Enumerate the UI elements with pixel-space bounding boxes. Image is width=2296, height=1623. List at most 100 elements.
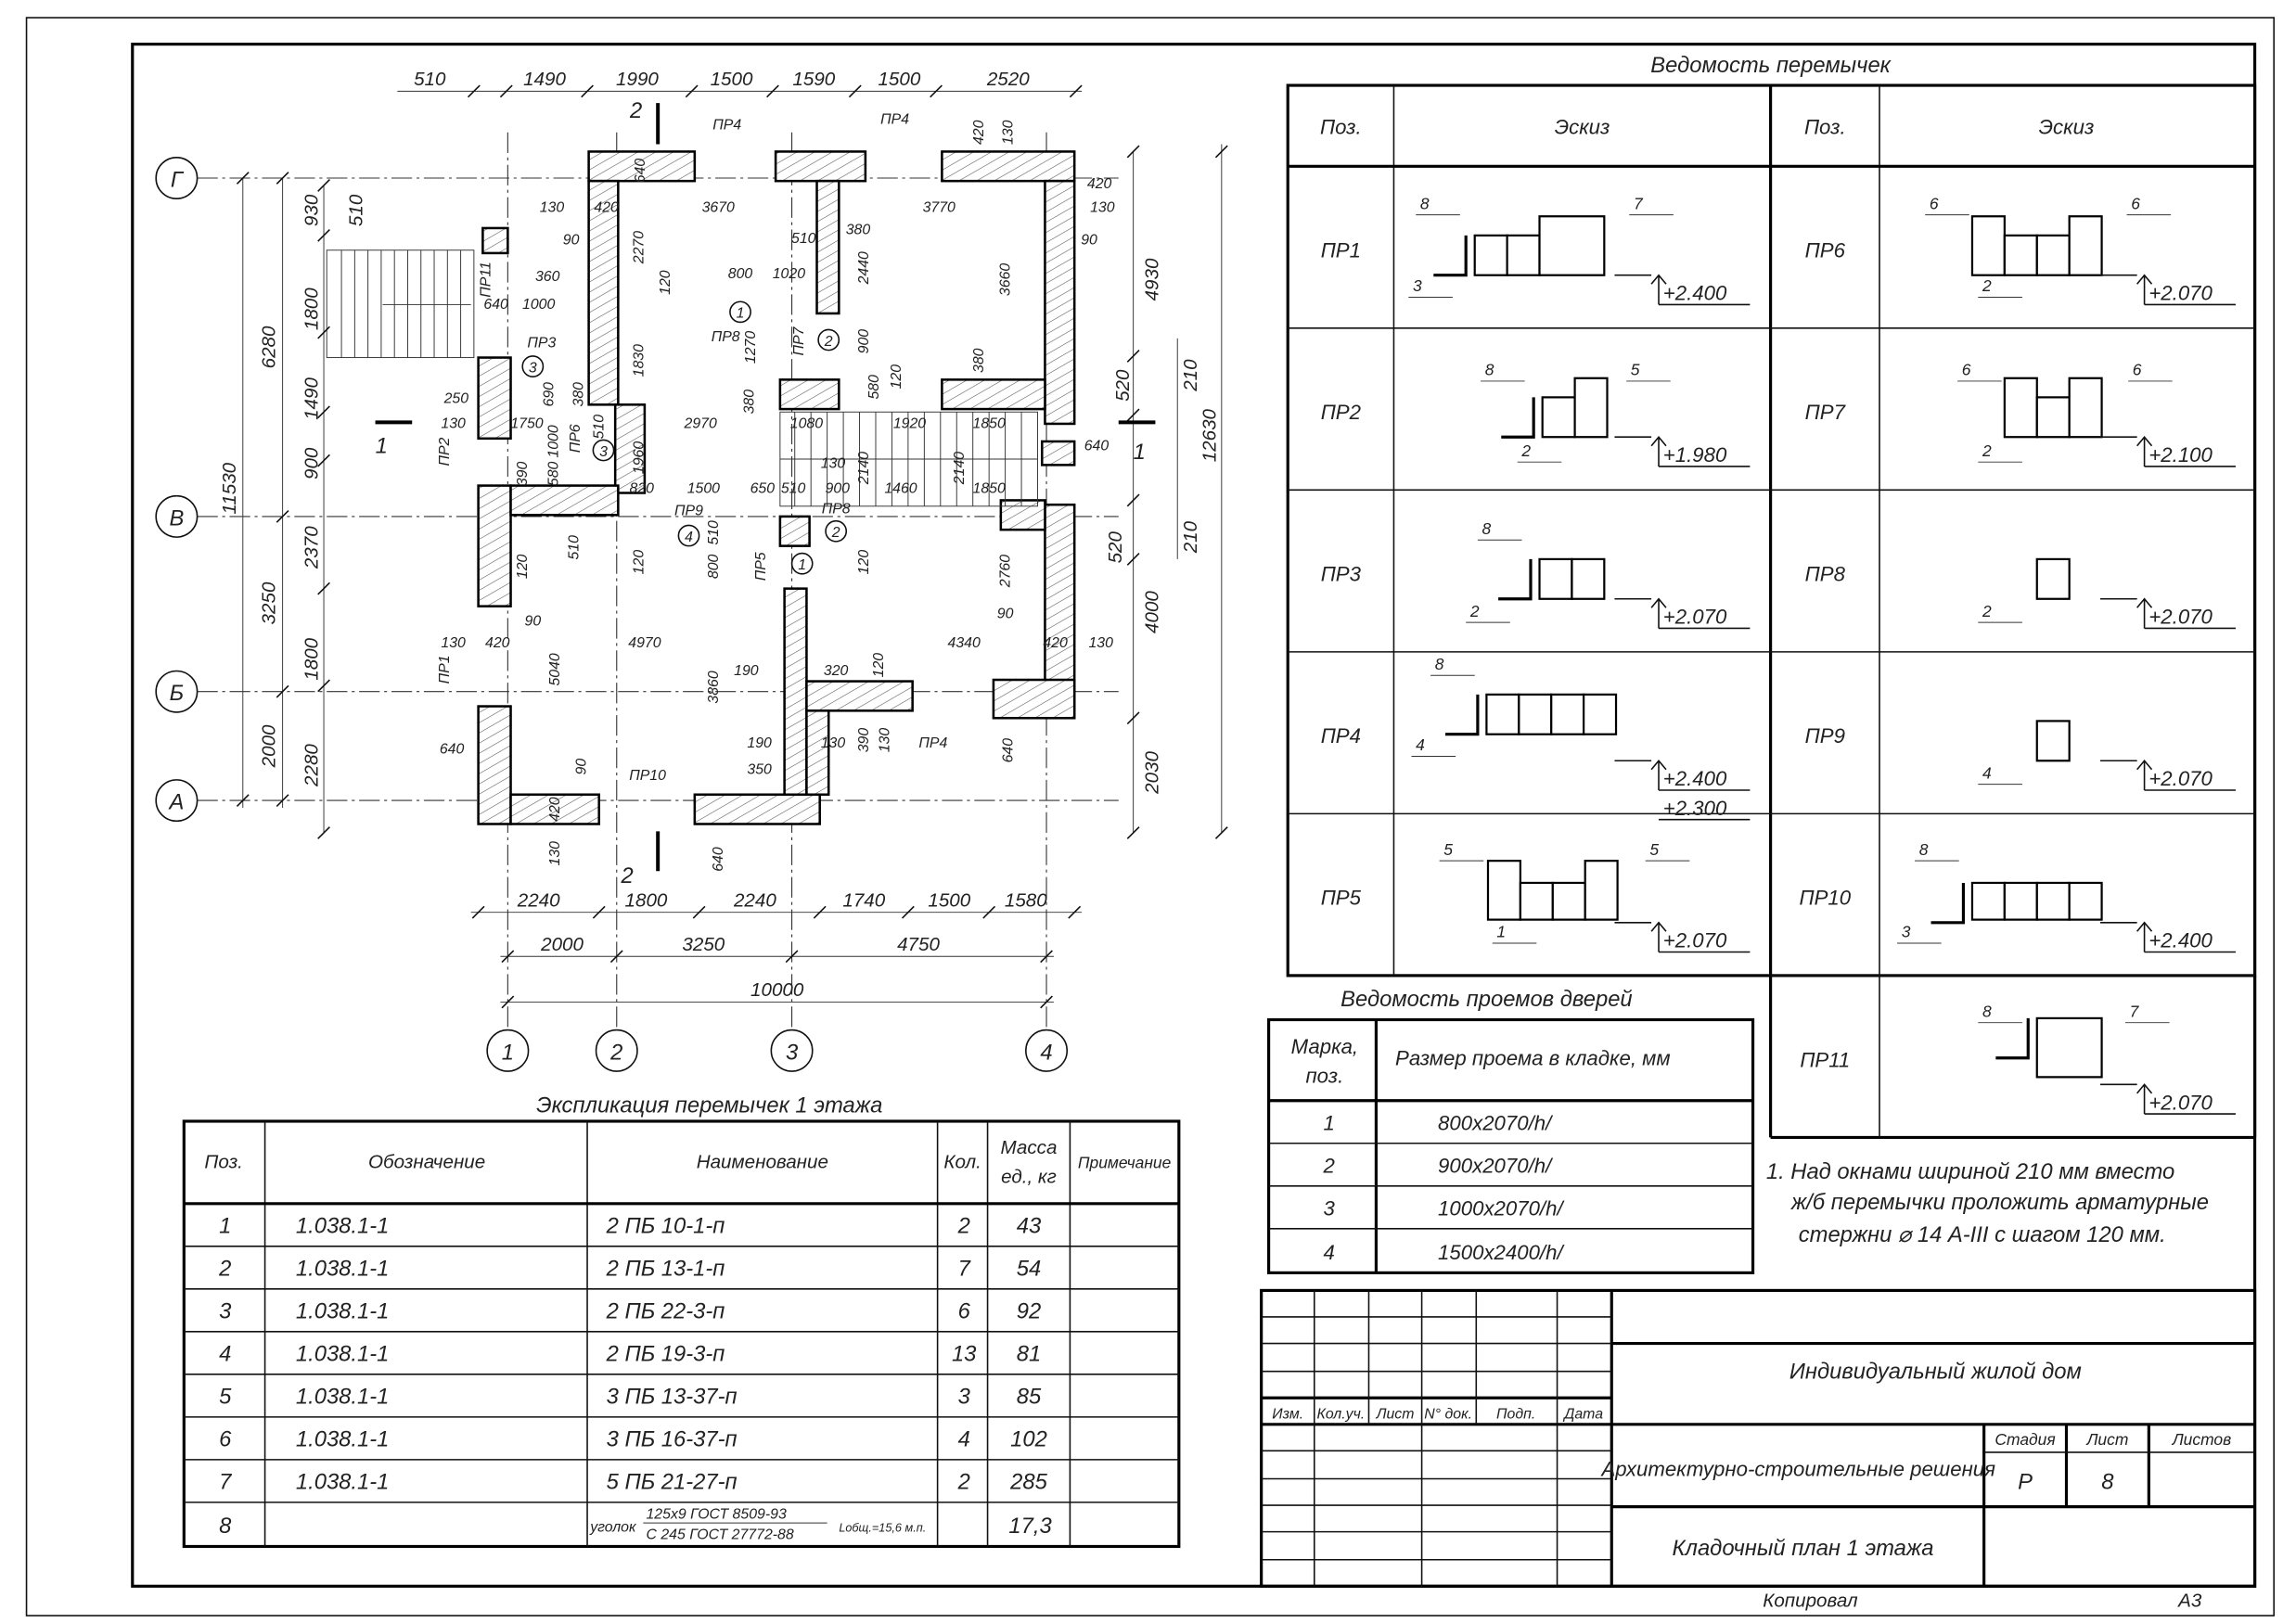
lintel-pos: ПР3 [1321, 563, 1362, 586]
header-pos: Поз. [204, 1152, 242, 1173]
steel-angle [1501, 397, 1535, 439]
plan-annotation: 130 [1088, 635, 1113, 651]
section-mark-label: 1 [1134, 440, 1146, 465]
lintel-pos: ПР7 [1805, 401, 1847, 424]
door-mark-circle [592, 439, 615, 462]
plan-annotation: 130 [540, 199, 565, 215]
callout-number: 8 [1482, 519, 1492, 538]
header-name: Наименование [697, 1152, 828, 1173]
dimension-ticks [236, 84, 1228, 1009]
pos: 6 [219, 1427, 232, 1452]
title-block: Индивидуальный жилой дом Архитектурно-ст… [1260, 1288, 2257, 1588]
sheet-number: 8 [2101, 1470, 2114, 1495]
dim-label: 10000 [750, 979, 804, 1001]
elevation-arrow-icon [1650, 597, 1667, 629]
elevation-arrow-icon [1650, 760, 1667, 790]
wall [587, 150, 697, 183]
dimension-lines [242, 90, 1223, 1003]
plan-annotation: ПР8 [712, 329, 740, 345]
plan-annotation: 1850 [973, 481, 1006, 497]
plan-annotation: 380 [971, 348, 987, 373]
elevation-value: +2.300 [1663, 797, 1727, 820]
dim-label: 3250 [259, 581, 280, 624]
qty: 2 [957, 1470, 970, 1495]
plan-annotation: 120 [856, 550, 872, 575]
dim-label: 4750 [897, 934, 940, 955]
dim-label: 2030 [1142, 751, 1163, 795]
section-mark-label: 2 [621, 863, 634, 888]
lintel-pos: ПР6 [1805, 239, 1846, 262]
door-mark-circle [790, 552, 814, 575]
lintel-block [1473, 234, 1508, 276]
dim-tick [1214, 826, 1228, 839]
plan-annotation: ПР10 [629, 768, 666, 784]
pos: 8 [219, 1514, 232, 1539]
elevation-arrow-icon [2136, 597, 2153, 629]
plan-annotation: 5040 [547, 653, 563, 685]
header-mark: поз. [1305, 1065, 1343, 1088]
name-denominator: C 245 ГОСТ 27772-88 [646, 1527, 793, 1543]
plan-annotation: 1830 [631, 344, 647, 377]
dim-tick [609, 950, 623, 964]
callout-number: 2 [1982, 441, 1992, 460]
qty: 13 [952, 1342, 977, 1367]
lintel-block [1519, 881, 1554, 921]
bottom-dimensions: 2240 1800 2240 1740 1500 1580 2000 3250 … [517, 889, 1048, 1001]
plan-annotation: 1000 [545, 425, 561, 457]
plan-annotation: 90 [563, 232, 580, 248]
dim-tick [692, 905, 706, 919]
dim-tick [1126, 350, 1140, 363]
plan-annotation: 800 [728, 266, 753, 282]
door-mark: 2 [825, 519, 848, 543]
name: 3 ПБ 13-37-п [607, 1385, 738, 1410]
top-dimensions: 510 1490 1990 1500 1590 1500 2520 [414, 69, 1030, 90]
plan-annotation: 640 [711, 847, 726, 872]
name: 3 ПБ 16-37-п [607, 1427, 738, 1452]
revision-column-label: N° док. [1424, 1406, 1472, 1422]
door-schedule-table: Марка, поз. Размер проема в кладке, мм 1… [1267, 1017, 1755, 1274]
dim-label: 12630 [1199, 408, 1220, 462]
axis-bubble-V: В [155, 494, 199, 538]
wall [693, 793, 821, 825]
plan-annotation: 510 [706, 520, 722, 545]
wall [477, 484, 512, 607]
plan-annotation: ПР2 [437, 437, 453, 466]
plan-annotation: 2140 [856, 452, 872, 485]
plan-annotation: ПР4 [712, 118, 741, 134]
stage-label: Стадия [1995, 1430, 2055, 1449]
lintel-block [1551, 881, 1586, 921]
wall [774, 150, 867, 183]
elevation-value: +2.070 [2148, 1091, 2213, 1114]
mass: 85 [1017, 1385, 1042, 1410]
dim-tick [685, 84, 699, 98]
steel-angle [1444, 694, 1480, 736]
dim-label: 520 [1105, 530, 1126, 563]
plan-annotation: 2970 [684, 416, 717, 432]
wall [999, 499, 1046, 531]
axis-bubble-3: 3 [770, 1029, 814, 1072]
mass: 17,3 [1008, 1514, 1052, 1539]
general-note: 1. Над окнами шириной 210 мм вместо ж/б … [1766, 1159, 2209, 1247]
total-length: Lобщ.=15,6 м.п. [839, 1522, 926, 1535]
dim-tick [317, 679, 330, 693]
walls [477, 150, 1076, 825]
axis-label: 1 [502, 1040, 514, 1065]
dim-tick [501, 995, 515, 1009]
elevation-arrow-icon [1650, 274, 1667, 305]
section-mark-label: 1 [376, 434, 388, 459]
plan-annotation: 2140 [952, 452, 968, 485]
plan-annotation: 1460 [884, 481, 917, 497]
plan-annotation: 820 [629, 481, 654, 497]
plan-annotation: ПР9 [674, 503, 703, 518]
callout-number: 6 [1962, 361, 1971, 379]
left-dimensions: 11530 6280 3250 2000 930 1800 1490 900 2… [219, 194, 366, 787]
door-mark-circle [825, 519, 848, 543]
